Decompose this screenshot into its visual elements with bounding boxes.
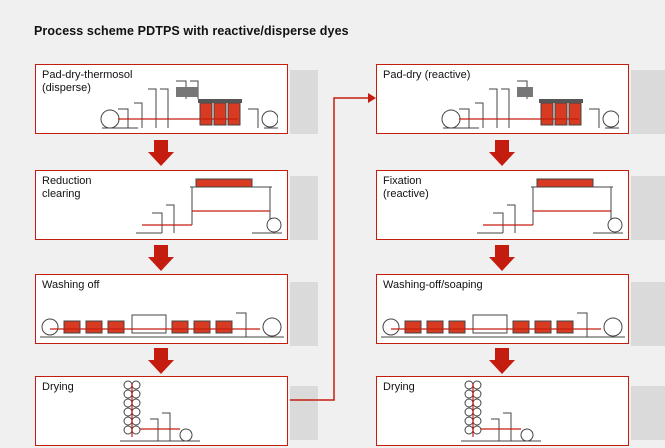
flow-arrow-icon (148, 348, 174, 374)
step-label: Pad-dry-thermosol (disperse) (42, 69, 133, 94)
washing-range-machine-icon (40, 312, 284, 338)
step-reduction-clearing: Reduction clearing (35, 170, 288, 240)
step-label: Drying (383, 381, 415, 393)
flow-arrow-icon (489, 140, 515, 166)
flow-arrow-icon (148, 140, 174, 166)
step-label: Pad-dry (reactive) (383, 69, 471, 81)
step-fixation-reactive: Fixation (reactive) (376, 170, 629, 240)
washing-range-machine-icon (381, 312, 625, 338)
reduction-clearing-machine-icon (136, 178, 282, 234)
connector-line (290, 97, 368, 401)
step-label: Fixation (reactive) (383, 175, 429, 200)
step-washing-off-soaping: Washing-off/soaping (376, 274, 629, 344)
pad-dry-thermosol-machine-icon (100, 80, 278, 129)
drying-cylinder-machine-icon (120, 380, 200, 442)
flow-arrow-icon (489, 348, 515, 374)
fixation-steamer-machine-icon (477, 178, 623, 234)
diagram-title: Process scheme PDTPS with reactive/dispe… (34, 24, 349, 38)
step-label: Washing-off/soaping (383, 279, 483, 291)
drying-cylinder-machine-icon (461, 380, 541, 442)
step-washing-off: Washing off (35, 274, 288, 344)
step-label: Drying (42, 381, 74, 393)
step-pad-dry-thermosol: Pad-dry-thermosol (disperse) (35, 64, 288, 134)
connector-arrowhead (368, 93, 376, 103)
step-label: Reduction clearing (42, 175, 92, 200)
step-pad-dry-reactive: Pad-dry (reactive) (376, 64, 629, 134)
flow-arrow-icon (489, 245, 515, 271)
step-drying: Drying (35, 376, 288, 446)
flow-arrow-icon (148, 245, 174, 271)
pad-dry-machine-icon (441, 80, 619, 129)
step-label: Washing off (42, 279, 100, 291)
step-drying-reactive: Drying (376, 376, 629, 446)
